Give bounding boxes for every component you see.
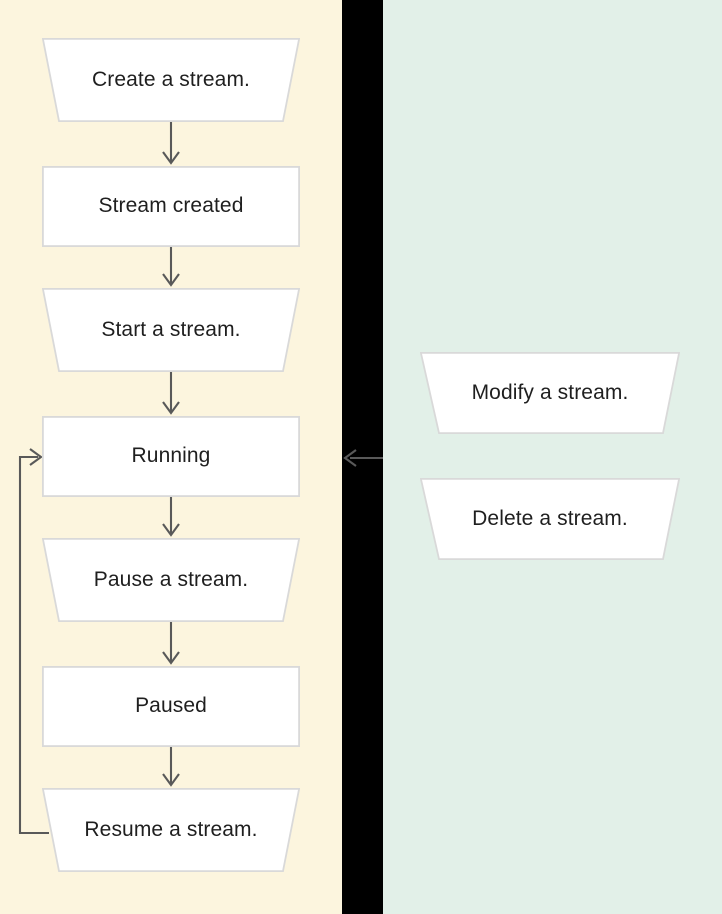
trapezoid-shape xyxy=(42,538,300,622)
node-modify-a-stream[interactable]: Modify a stream. xyxy=(420,352,680,434)
trapezoid-shape xyxy=(420,478,680,560)
node-start-a-stream[interactable]: Start a stream. xyxy=(42,288,300,372)
trapezoid-shape xyxy=(42,38,300,122)
node-label: Modify a stream. xyxy=(471,380,629,404)
edge-create-to-created xyxy=(162,122,180,165)
node-stream-created[interactable]: Stream created xyxy=(42,166,300,247)
node-pause-a-stream[interactable]: Pause a stream. xyxy=(42,538,300,622)
node-label: Resume a stream. xyxy=(84,817,258,841)
node-label: Start a stream. xyxy=(101,317,241,341)
node-resume-a-stream[interactable]: Resume a stream. xyxy=(42,788,300,872)
node-create-a-stream[interactable]: Create a stream. xyxy=(42,38,300,122)
node-label: Delete a stream. xyxy=(472,506,628,530)
edge-resume-to-running xyxy=(18,448,49,835)
edge-pause-to-paused xyxy=(162,622,180,665)
trapezoid-shape xyxy=(42,788,300,872)
node-paused[interactable]: Paused xyxy=(42,666,300,747)
rectangle-shape xyxy=(42,416,300,497)
node-label: Pause a stream. xyxy=(93,567,249,591)
node-delete-a-stream[interactable]: Delete a stream. xyxy=(420,478,680,560)
edge-running-to-pause xyxy=(162,497,180,537)
trapezoid-shape xyxy=(42,288,300,372)
node-running[interactable]: Running xyxy=(42,416,300,497)
stream-operations-panel xyxy=(383,0,722,914)
node-label: Paused xyxy=(135,694,207,718)
node-label: Create a stream. xyxy=(92,67,250,91)
edge-paused-to-resume xyxy=(162,747,180,787)
rectangle-shape xyxy=(42,166,300,247)
edge-created-to-start xyxy=(162,247,180,287)
node-label: Stream created xyxy=(98,194,244,218)
node-label: Running xyxy=(131,444,211,468)
edge-operations-to-running xyxy=(343,449,383,467)
rectangle-shape xyxy=(42,666,300,747)
edge-start-to-running xyxy=(162,372,180,415)
trapezoid-shape xyxy=(420,352,680,434)
